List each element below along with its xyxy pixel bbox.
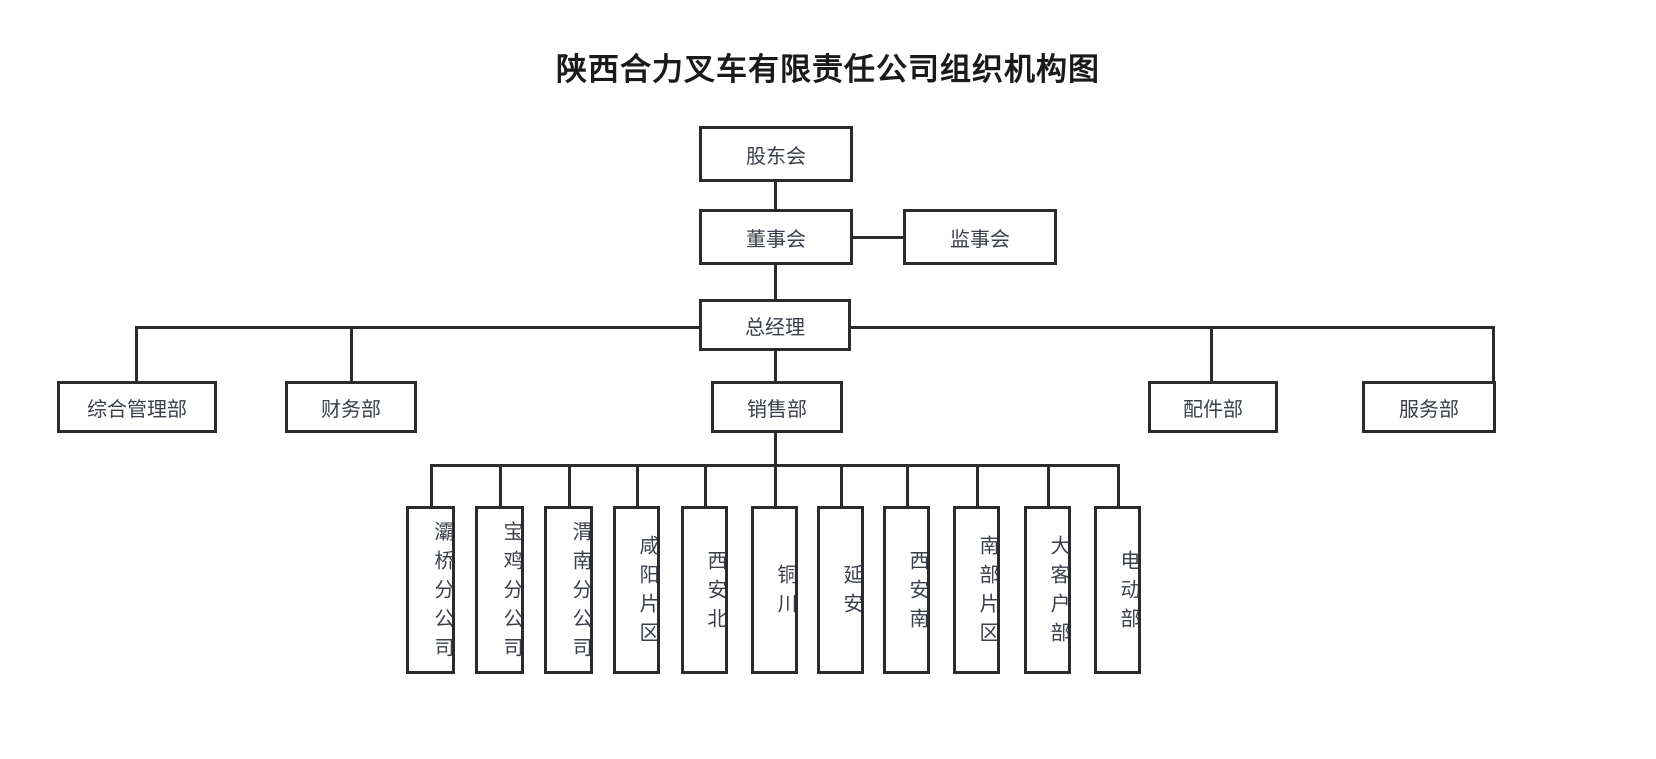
node-general-manager[interactable]: 总经理 [699,299,851,351]
connector-drop-admin [135,326,138,381]
node-branch-4[interactable]: 西安北 [681,506,728,674]
connector-drop-service [1492,326,1495,381]
connector-drop-branch-7 [906,464,909,506]
node-dept-sales[interactable]: 销售部 [711,381,843,433]
node-dept-parts[interactable]: 配件部 [1148,381,1278,433]
connector-drop-parts [1210,326,1213,381]
connector-board-supervisors [851,236,905,239]
connector-drop-branch-8 [976,464,979,506]
node-dept-service[interactable]: 服务部 [1362,381,1496,433]
connector-drop-branch-3 [636,464,639,506]
node-branch-9[interactable]: 大客户部 [1024,506,1071,674]
node-branch-7[interactable]: 西安南 [883,506,930,674]
node-branch-2[interactable]: 渭南分公司 [544,506,593,674]
node-supervisory-board[interactable]: 监事会 [903,209,1057,265]
connector-board-gm [774,264,777,300]
node-branch-3[interactable]: 咸阳片区 [613,506,660,674]
connector-drop-sales [774,350,777,381]
connector-drop-branch-6 [840,464,843,506]
node-dept-administration[interactable]: 综合管理部 [57,381,217,433]
page-title: 陕西合力叉车有限责任公司组织机构图 [556,52,1100,87]
connector-drop-branch-1 [499,464,502,506]
node-board-of-directors[interactable]: 董事会 [699,209,853,265]
node-branch-5[interactable]: 铜川 [751,506,798,674]
node-branch-10[interactable]: 电动部 [1094,506,1141,674]
connector-shareholders-board [774,180,777,210]
connector-sales-down [774,430,777,466]
node-branch-1[interactable]: 宝鸡分公司 [475,506,524,674]
connector-drop-branch-5 [774,464,777,506]
node-branch-6[interactable]: 延安 [817,506,864,674]
connector-drop-finance [350,326,353,381]
node-shareholders[interactable]: 股东会 [699,126,853,182]
node-branch-8[interactable]: 南部片区 [953,506,1000,674]
connector-drop-branch-10 [1117,464,1120,506]
connector-drop-branch-0 [430,464,433,506]
connector-drop-branch-9 [1047,464,1050,506]
connector-drop-branch-4 [704,464,707,506]
connector-drop-branch-2 [568,464,571,506]
node-branch-0[interactable]: 灞桥分公司 [406,506,455,674]
node-dept-finance[interactable]: 财务部 [285,381,417,433]
